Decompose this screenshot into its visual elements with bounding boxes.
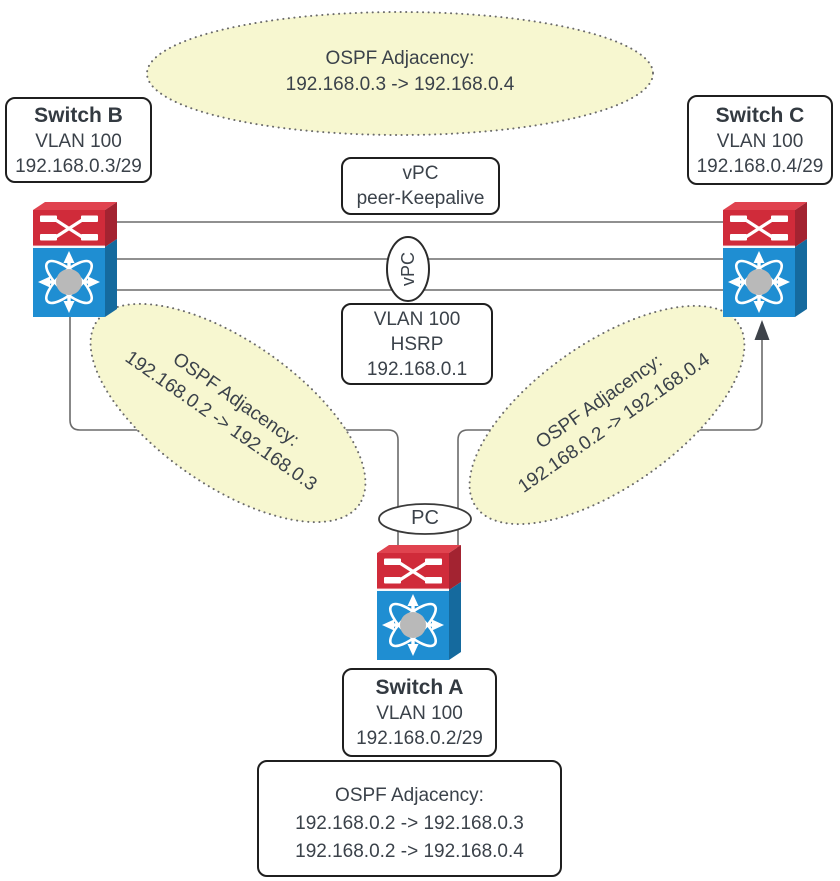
hsrp-vip: 192.168.0.1	[366, 358, 468, 380]
switch-a-name: Switch A	[375, 676, 464, 699]
top-adjacency-label: OSPF Adjacency: 192.168.0.3 -> 192.168.0…	[286, 46, 515, 98]
switch-a-adjacency-route2: 192.168.0.2 -> 192.168.0.4	[295, 841, 524, 862]
port-channel-ellipse	[378, 503, 472, 535]
switch-a-icon	[375, 543, 463, 662]
vpc-keepalive-line1: vPC	[402, 163, 439, 184]
hsrp-vlan: VLAN 100	[373, 308, 461, 330]
switch-b-vlan: VLAN 100	[35, 130, 122, 152]
switch-a-adjacency-route1: 192.168.0.2 -> 192.168.0.3	[295, 813, 524, 834]
switch-b-name: Switch B	[34, 103, 123, 127]
port-channel-label: PC	[411, 507, 439, 529]
left-adjacency-ellipse	[89, 302, 367, 524]
switch-c-vlan: VLAN 100	[716, 130, 804, 152]
hsrp-protocol: HSRP	[390, 333, 444, 355]
vpc-keepalive-box: vPC peer-Keepalive	[341, 157, 500, 215]
top-adjacency-route: 192.168.0.3 -> 192.168.0.4	[285, 74, 515, 95]
switch-c-icon	[721, 200, 809, 319]
switch-a-adjacency-title: OSPF Adjacency:	[335, 785, 484, 806]
switch-b-ip: 192.168.0.3/29	[15, 155, 142, 177]
top-adjacency-title: OSPF Adjacency:	[325, 48, 475, 69]
switch-a-label-box: Switch A VLAN 100 192.168.0.2/29	[342, 668, 497, 757]
switch-c-ip: 192.168.0.4/29	[696, 155, 824, 177]
switch-a-vlan: VLAN 100	[376, 703, 463, 724]
vpc-link-ellipse	[386, 236, 430, 302]
switch-b-label-box: Switch B VLAN 100 192.168.0.3/29	[5, 97, 152, 183]
right-adjacency-ellipse	[468, 304, 746, 526]
arrowhead-into-switchc	[754, 320, 770, 340]
hsrp-box: VLAN 100 HSRP 192.168.0.1	[341, 303, 493, 385]
top-adjacency-ellipse	[146, 11, 654, 136]
switch-c-name: Switch C	[715, 103, 805, 127]
vpc-link-label: vPC	[398, 251, 418, 287]
switch-b-icon	[31, 200, 119, 319]
vpc-keepalive-line2: peer-Keepalive	[356, 188, 485, 209]
switch-a-adjacency-box: OSPF Adjacency: 192.168.0.2 -> 192.168.0…	[257, 760, 562, 877]
switch-a-ip: 192.168.0.2/29	[356, 728, 483, 749]
switch-c-label-box: Switch C VLAN 100 192.168.0.4/29	[687, 95, 833, 185]
